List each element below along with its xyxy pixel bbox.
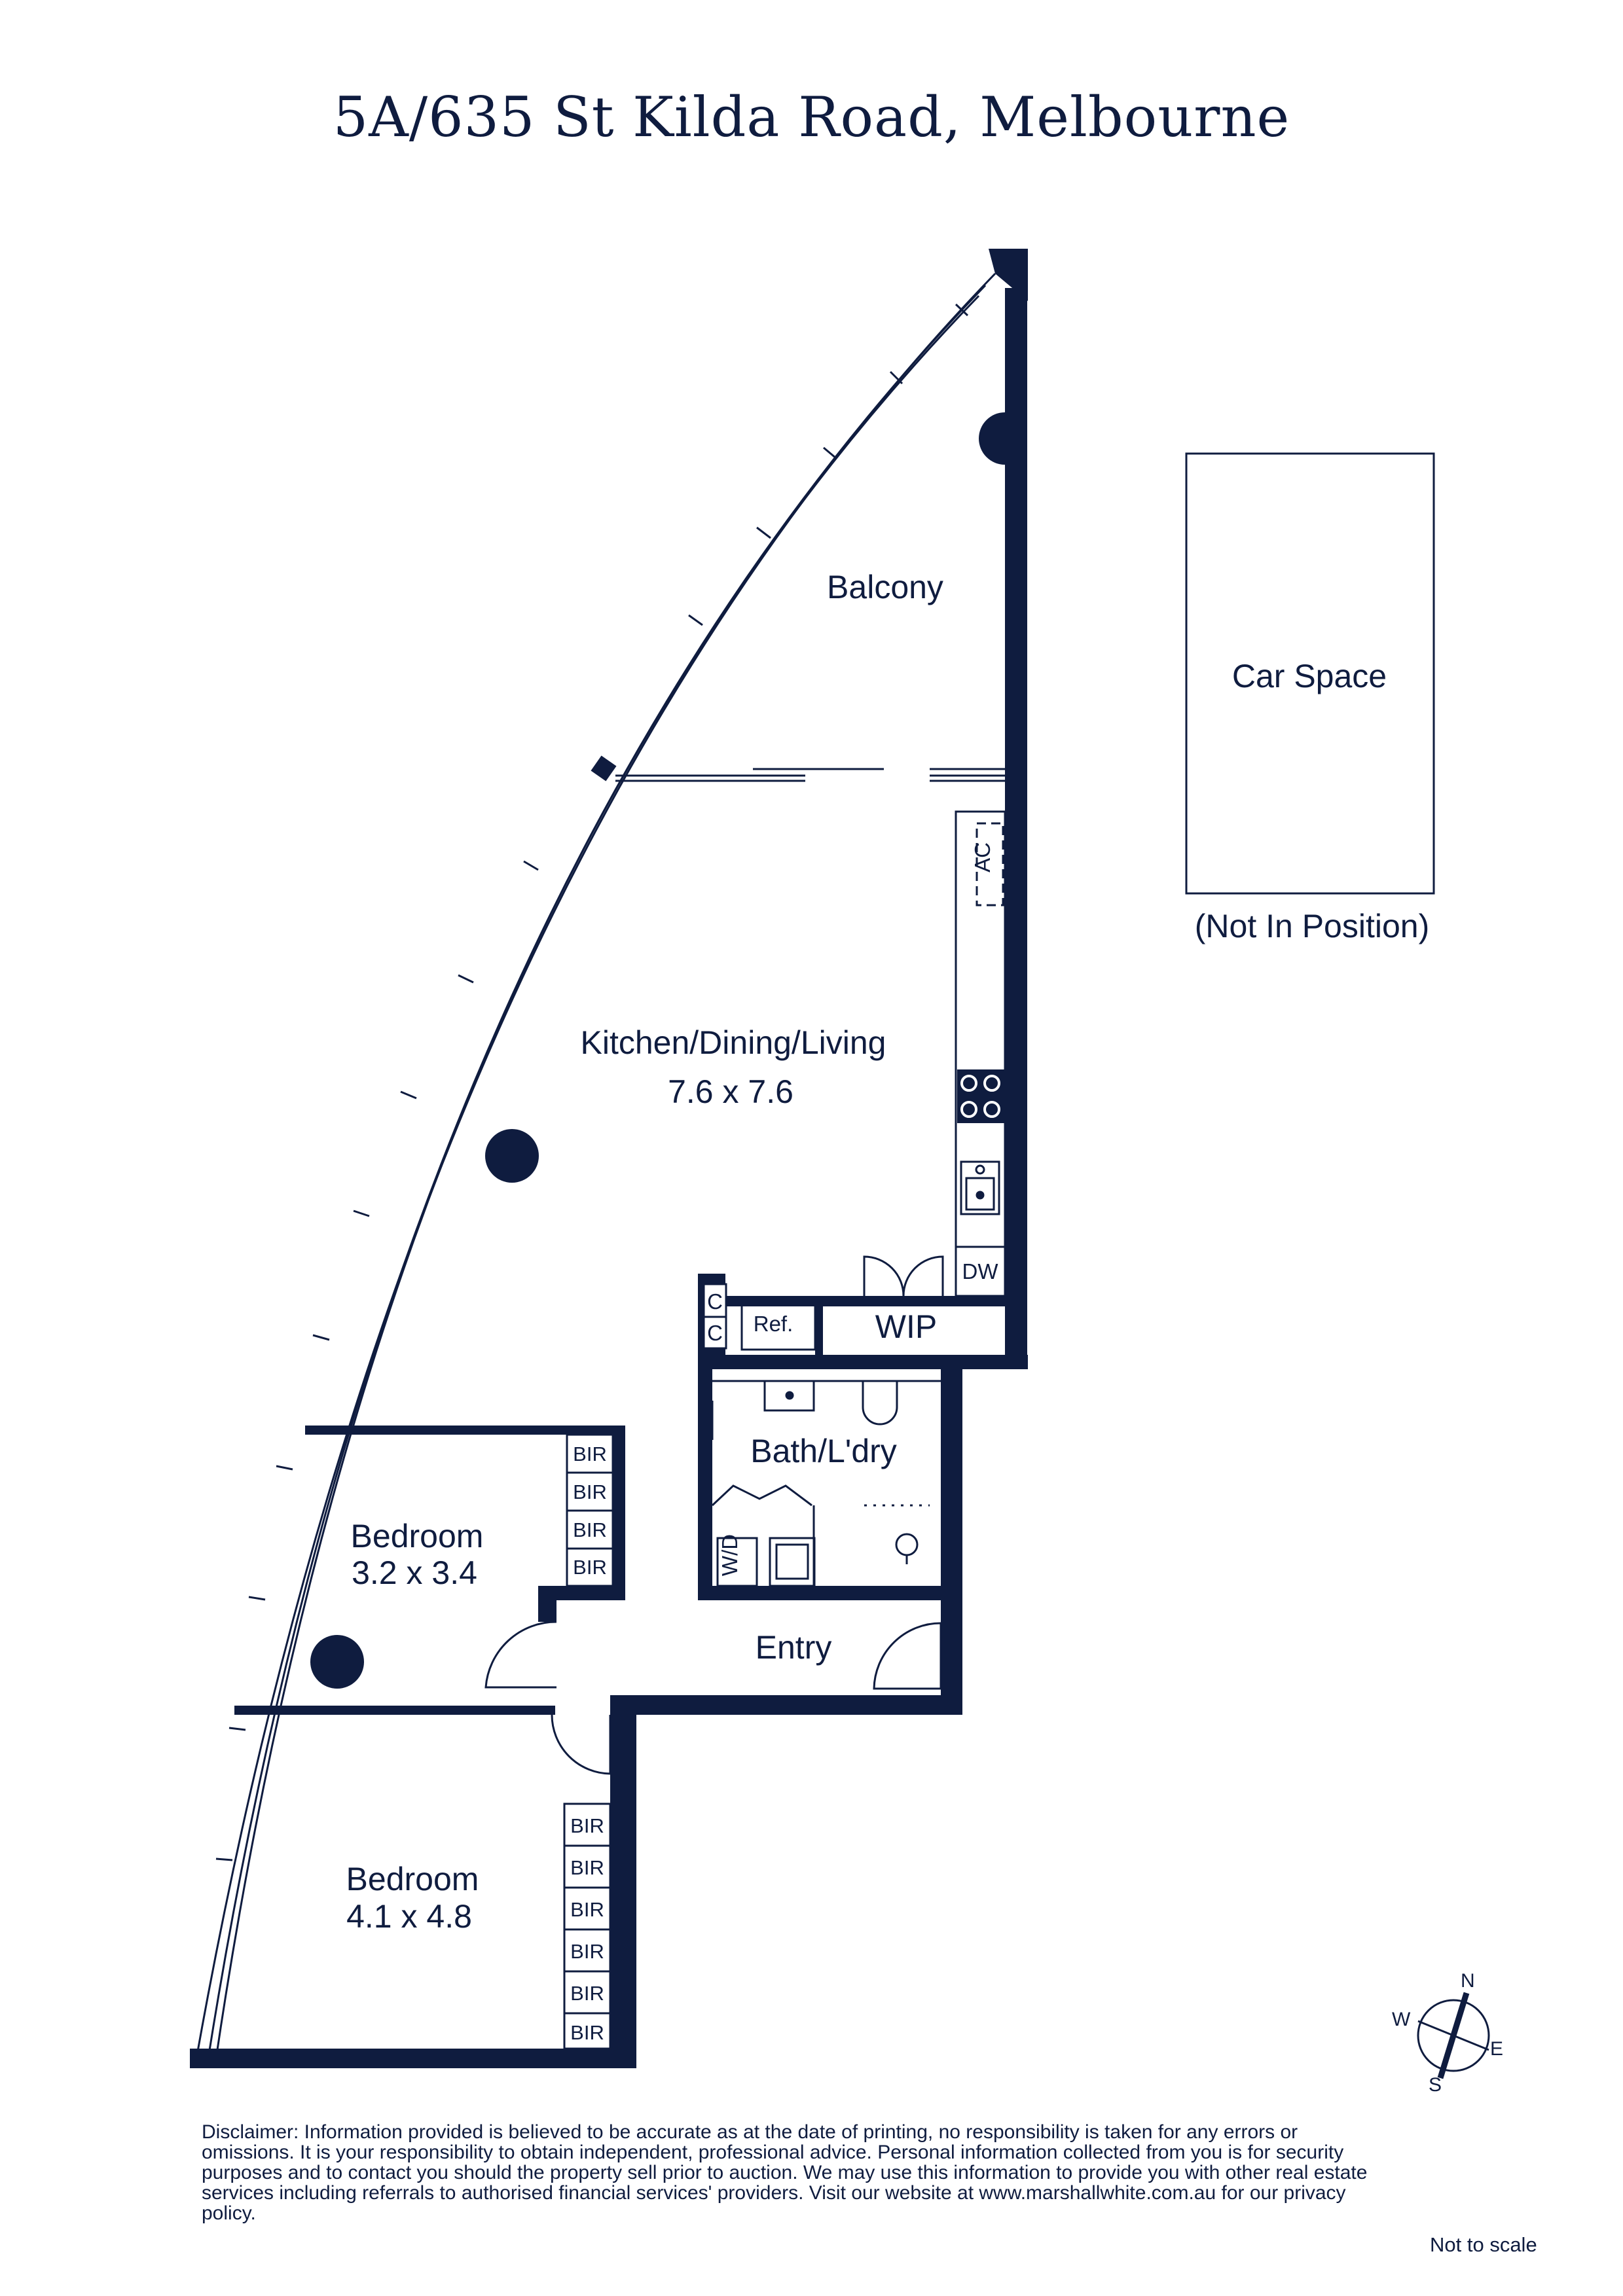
ref-side-wall <box>815 1296 823 1355</box>
kitchen-bench <box>955 810 1006 1304</box>
bath-fixtures <box>711 1380 941 1587</box>
ac-unit <box>976 822 1004 906</box>
bedroom2-label: Bedroom <box>346 1861 479 1897</box>
compass-w: W <box>1392 2009 1411 2030</box>
cupboard-label-2: C <box>707 1321 723 1345</box>
washer-dryer <box>716 1537 758 1587</box>
car-space-box <box>1185 452 1435 895</box>
ref-label: Ref. <box>754 1312 793 1336</box>
balcony-sliding-door <box>615 768 1005 782</box>
toilet-icon <box>862 1381 898 1426</box>
dw-label: DW <box>962 1259 999 1283</box>
bedroom1-east-wall <box>612 1426 625 1599</box>
bir-label: BIR <box>570 1898 604 1921</box>
wip-doors <box>863 1255 944 1297</box>
entry-south-wall <box>610 1695 962 1715</box>
wd-label: W/D <box>718 1534 742 1576</box>
bir-label: BIR <box>570 1814 604 1837</box>
car-space-note: (Not In Position) <box>1195 908 1429 944</box>
facade-joint <box>591 755 617 781</box>
bedroom2-south-wall <box>190 2049 636 2068</box>
bir-label: BIR <box>570 1940 604 1963</box>
refrigerator <box>740 1302 816 1351</box>
cooktop-icon <box>957 1069 1004 1123</box>
balcony-column <box>979 412 1005 465</box>
cupboard-label-1: C <box>707 1289 723 1314</box>
bedroom2-door <box>551 1714 611 1775</box>
wip-top-wall <box>817 1296 1007 1306</box>
living-size: 7.6 x 7.6 <box>668 1073 793 1110</box>
bir-label: BIR <box>570 1982 604 2005</box>
bedroom1-south-wall <box>234 1706 555 1715</box>
scale-note: Not to scale <box>1430 2233 1537 2256</box>
property-address-title: 5A/635 St Kilda Road, Melbourne <box>333 85 1290 149</box>
bir-label: BIR <box>573 1480 607 1503</box>
compass-s: S <box>1429 2074 1442 2096</box>
compass-n: N <box>1461 1970 1475 1992</box>
entry-label: Entry <box>756 1629 832 1666</box>
facade-mullions <box>215 303 969 1861</box>
bedroom1-north-wall <box>305 1426 625 1435</box>
cupboard-2 <box>702 1316 727 1350</box>
bir-label: BIR <box>573 1443 607 1465</box>
compass-icon: N E S W <box>1392 1970 1503 2096</box>
bedroom1-label: Bedroom <box>351 1518 484 1554</box>
bir-label: BIR <box>570 2021 604 2044</box>
bedroom1-door <box>484 1621 557 1689</box>
balcony-label: Balcony <box>827 569 943 605</box>
curved-facade <box>195 272 996 2059</box>
bir-label: BIR <box>573 1556 607 1579</box>
east-wall <box>1005 288 1027 1363</box>
bedroom1-south-east-wall <box>550 1586 625 1600</box>
bedroom1-bir <box>566 1433 614 1587</box>
disclaimer-text: Disclaimer: Information provided is beli… <box>202 2121 1368 2224</box>
bath-west-wall <box>698 1355 712 1600</box>
car-space-label: Car Space <box>1232 658 1387 694</box>
shower-icon <box>895 1533 919 1564</box>
bedroom1-column <box>310 1635 364 1689</box>
living-column <box>485 1129 539 1183</box>
ref-wall <box>725 1296 820 1306</box>
kitchen-sink-icon <box>960 1160 1000 1215</box>
living-label: Kitchen/Dining/Living <box>581 1024 886 1061</box>
bath-label: Bath/L'dry <box>750 1433 897 1469</box>
bath-south-wall <box>698 1586 941 1600</box>
bir-label: BIR <box>573 1518 607 1541</box>
bedroom2-bir-wall <box>610 1793 636 2055</box>
compass-e: E <box>1490 2038 1503 2060</box>
laundry-doors <box>711 1484 812 1507</box>
entry-door <box>873 1622 942 1690</box>
corridor-wall <box>698 1355 1028 1369</box>
bedroom2-size: 4.1 x 4.8 <box>346 1898 472 1935</box>
entry-east-wall <box>941 1590 962 1715</box>
bir-label: BIR <box>570 1856 604 1879</box>
bedroom1-size: 3.2 x 3.4 <box>352 1554 477 1591</box>
ac-label: AC <box>970 842 994 872</box>
wip-label: WIP <box>875 1308 937 1345</box>
bedroom2-bir <box>563 1803 611 2050</box>
